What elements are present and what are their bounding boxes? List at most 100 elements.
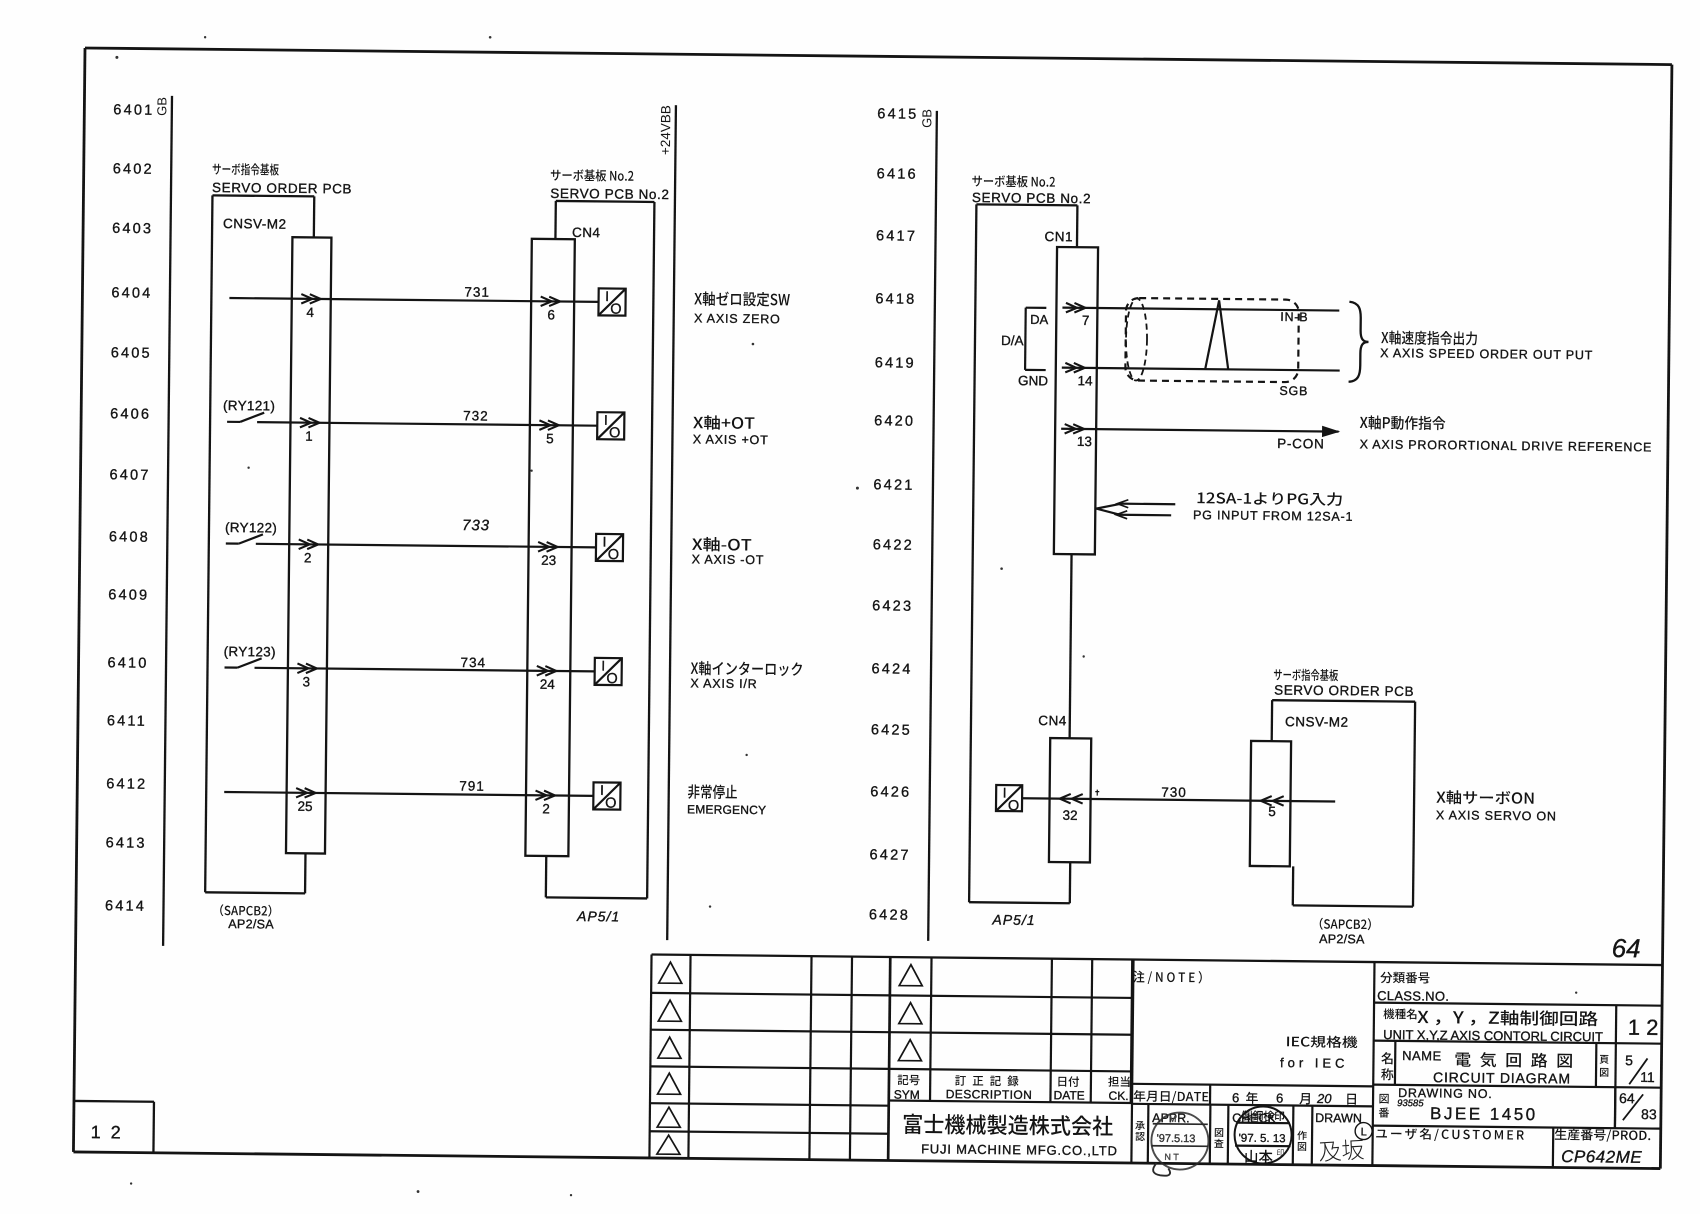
svg-text:25: 25 [297, 799, 312, 814]
svg-text:DESCRIPTION: DESCRIPTION [946, 1087, 1033, 1102]
svg-text:NAME: NAME [1402, 1048, 1442, 1063]
svg-text:(RY122): (RY122) [225, 520, 277, 536]
svg-text:DRAWN: DRAWN [1315, 1111, 1362, 1125]
svg-text:6405: 6405 [111, 345, 152, 361]
svg-text:64: 64 [1612, 933, 1641, 963]
svg-text:4: 4 [306, 305, 314, 320]
svg-text:6412: 6412 [106, 776, 147, 792]
svg-text:I: I [601, 657, 605, 673]
svg-text:CNSV-M2: CNSV-M2 [223, 216, 287, 232]
svg-text:O: O [605, 795, 616, 811]
svg-text:AP5/1: AP5/1 [576, 908, 620, 924]
svg-text:I: I [1003, 785, 1007, 801]
svg-text:X AXIS +OT: X AXIS +OT [693, 432, 769, 447]
svg-text:O: O [609, 425, 620, 441]
svg-text:13: 13 [1077, 434, 1092, 449]
svg-text:FUJI MACHINE MFG.CO.,LTD: FUJI MACHINE MFG.CO.,LTD [921, 1141, 1118, 1158]
svg-text:GND: GND [1018, 373, 1048, 388]
svg-text:6: 6 [547, 307, 555, 322]
svg-text:6421: 6421 [873, 477, 914, 493]
svg-text:X AXIS ZERO: X AXIS ZERO [694, 311, 781, 326]
svg-text:6419: 6419 [875, 355, 916, 371]
svg-text:791: 791 [459, 778, 485, 793]
svg-text:SGB: SGB [1279, 384, 1308, 398]
svg-text:6422: 6422 [873, 537, 914, 553]
svg-text:EMERGENCY: EMERGENCY [687, 802, 766, 817]
svg-text:N T: N T [1164, 1152, 1179, 1162]
svg-text:1 2: 1 2 [91, 1122, 124, 1142]
svg-text:733: 733 [462, 517, 490, 534]
svg-text:D/A: D/A [1001, 333, 1024, 348]
svg-text:6426: 6426 [870, 784, 911, 800]
svg-text:93585: 93585 [1397, 1098, 1424, 1109]
svg-text:(RY121): (RY121) [223, 398, 275, 414]
svg-text:6401: 6401 [113, 102, 154, 118]
svg-text:L: L [1361, 1126, 1367, 1138]
svg-text:23: 23 [541, 553, 556, 568]
svg-text:6409: 6409 [108, 587, 149, 603]
svg-text:SERVO PCB No.2: SERVO PCB No.2 [550, 186, 669, 202]
svg-text:BJEE 1450: BJEE 1450 [1430, 1104, 1538, 1124]
svg-text:731: 731 [464, 284, 490, 299]
svg-text:'97.5.13: '97.5.13 [1157, 1133, 1196, 1145]
svg-text:11: 11 [1640, 1069, 1655, 1085]
svg-text:PG INPUT FROM 12SA-1: PG INPUT FROM 12SA-1 [1193, 508, 1353, 524]
svg-text:734: 734 [461, 655, 487, 670]
svg-text:AP2/SA: AP2/SA [228, 917, 274, 931]
svg-text:GB: GB [919, 109, 934, 128]
svg-text:I: I [604, 412, 608, 428]
svg-text:7: 7 [1082, 313, 1090, 328]
svg-text:CNSV-M2: CNSV-M2 [1285, 714, 1349, 730]
svg-text:6407: 6407 [109, 467, 150, 483]
svg-text:IN-B: IN-B [1280, 310, 1308, 324]
svg-text:730: 730 [1161, 785, 1187, 800]
svg-text:GB: GB [154, 97, 169, 116]
svg-text:SERVO ORDER PCB: SERVO ORDER PCB [212, 180, 352, 196]
svg-text:6410: 6410 [107, 655, 148, 671]
svg-text:M: M [1169, 1114, 1177, 1124]
svg-text:SERVO ORDER PCB: SERVO ORDER PCB [1274, 682, 1414, 698]
svg-text:CLASS.NO.: CLASS.NO. [1377, 988, 1449, 1004]
svg-text:O: O [608, 547, 619, 563]
svg-text:6414: 6414 [105, 898, 146, 914]
svg-text:20: 20 [1316, 1091, 1332, 1106]
svg-text:5: 5 [1625, 1052, 1633, 1068]
svg-text:O: O [606, 671, 617, 687]
svg-text:AP5/1: AP5/1 [991, 912, 1035, 928]
svg-text:32: 32 [1062, 808, 1077, 823]
svg-text:CK.: CK. [1109, 1089, 1129, 1103]
svg-text:64: 64 [1619, 1090, 1635, 1106]
svg-text:I: I [603, 533, 607, 549]
svg-text:6403: 6403 [112, 221, 153, 237]
svg-text:X AXIS -OT: X AXIS -OT [692, 552, 765, 567]
svg-text:732: 732 [463, 408, 489, 423]
svg-text:O: O [610, 302, 621, 318]
svg-text:6404: 6404 [111, 285, 152, 301]
svg-text:3: 3 [303, 674, 311, 689]
svg-text:5: 5 [546, 431, 554, 446]
svg-text:2: 2 [304, 550, 312, 565]
svg-text:SYM: SYM [894, 1088, 920, 1102]
svg-text:X AXIS SPEED ORDER OUT PUT: X AXIS SPEED ORDER OUT PUT [1380, 346, 1593, 362]
svg-text:I: I [600, 782, 604, 798]
svg-text:+24VBB: +24VBB [658, 105, 674, 155]
svg-text:CP642ME: CP642ME [1561, 1147, 1642, 1167]
svg-text:I: I [605, 288, 609, 304]
svg-text:6427: 6427 [870, 847, 911, 863]
svg-text:83: 83 [1641, 1106, 1657, 1122]
svg-text:14: 14 [1077, 373, 1093, 388]
svg-text:6416: 6416 [877, 166, 918, 182]
svg-text:5: 5 [1268, 804, 1276, 819]
svg-text:6411: 6411 [107, 713, 147, 729]
svg-text:CIRCUIT DIAGRAM: CIRCUIT DIAGRAM [1433, 1069, 1571, 1086]
svg-text:6423: 6423 [872, 598, 913, 614]
svg-text:DA: DA [1030, 312, 1049, 327]
svg-text:CN1: CN1 [1044, 229, 1073, 244]
svg-text:6: 6 [1232, 1090, 1239, 1105]
svg-text:6413: 6413 [106, 835, 147, 851]
svg-text:P-CON: P-CON [1277, 436, 1325, 451]
svg-text:1 2: 1 2 [1628, 1015, 1659, 1040]
svg-text:6420: 6420 [874, 413, 915, 429]
svg-text:DATE: DATE [1054, 1088, 1085, 1102]
svg-text:'97. 5. 13: '97. 5. 13 [1239, 1133, 1286, 1145]
